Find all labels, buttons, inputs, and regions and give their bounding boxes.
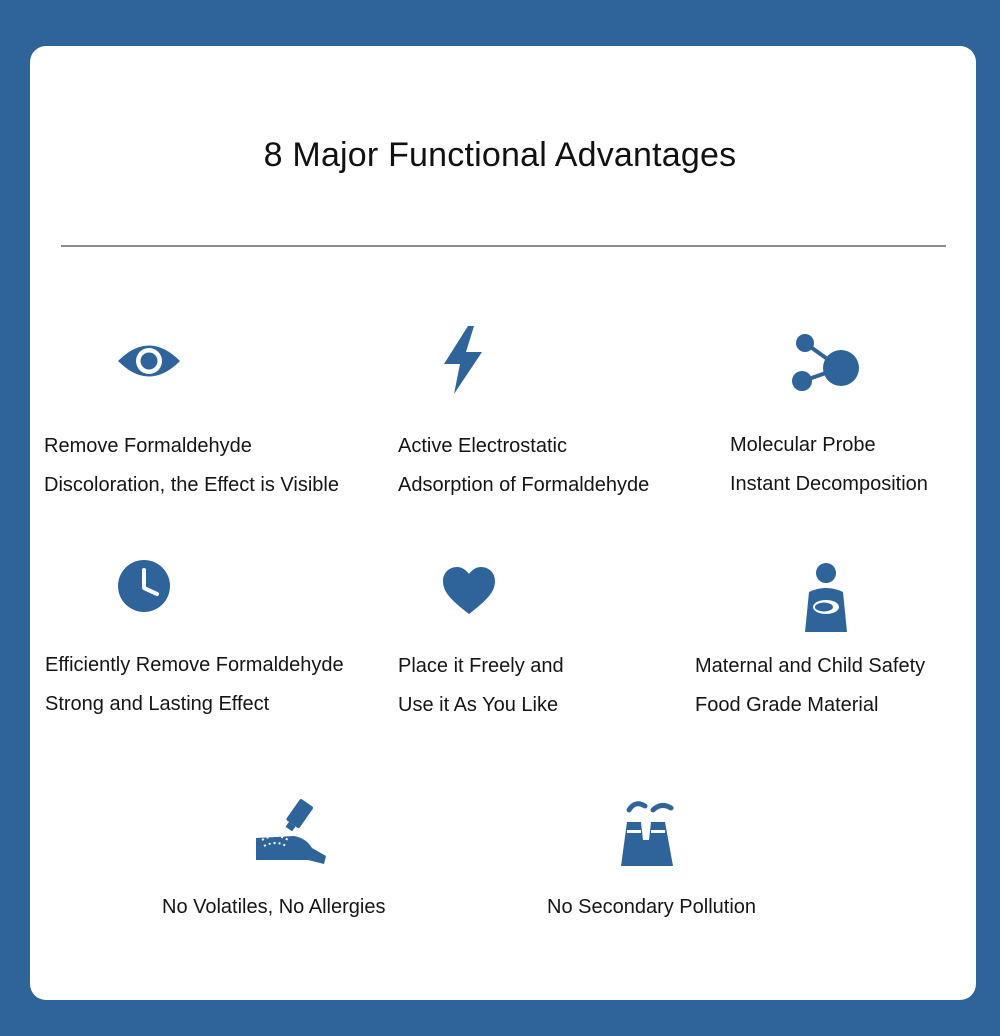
feature-label-5: Place it Freely and Use it As You Like	[398, 655, 564, 716]
feature-label-7: No Volatiles, No Allergies	[162, 896, 386, 918]
feature-label-2: Active Electrostatic Adsorption of Forma…	[398, 435, 650, 496]
lightning-icon	[440, 324, 486, 396]
feature-label-6: Maternal and Child Safety Food Grade Mat…	[695, 655, 926, 716]
feature-label-4: Efficiently Remove Formaldehyde Strong a…	[45, 654, 344, 715]
hand-spray-icon	[254, 798, 328, 868]
factory-icon	[615, 800, 679, 866]
feature-label-8: No Secondary Pollution	[547, 896, 757, 918]
molecule-icon	[788, 332, 862, 394]
feature-label-3: Molecular Probe Instant Decomposition	[730, 434, 928, 495]
features-card	[30, 46, 976, 1000]
clock-icon	[117, 559, 171, 613]
page-title: 8 Major Functional Advantages	[263, 136, 737, 174]
title-divider	[61, 245, 946, 247]
feature-label-1: Remove Formaldehyde Discoloration, the E…	[44, 435, 339, 496]
mother-child-icon	[801, 562, 851, 634]
eye-icon	[116, 338, 182, 384]
heart-icon	[441, 566, 497, 616]
